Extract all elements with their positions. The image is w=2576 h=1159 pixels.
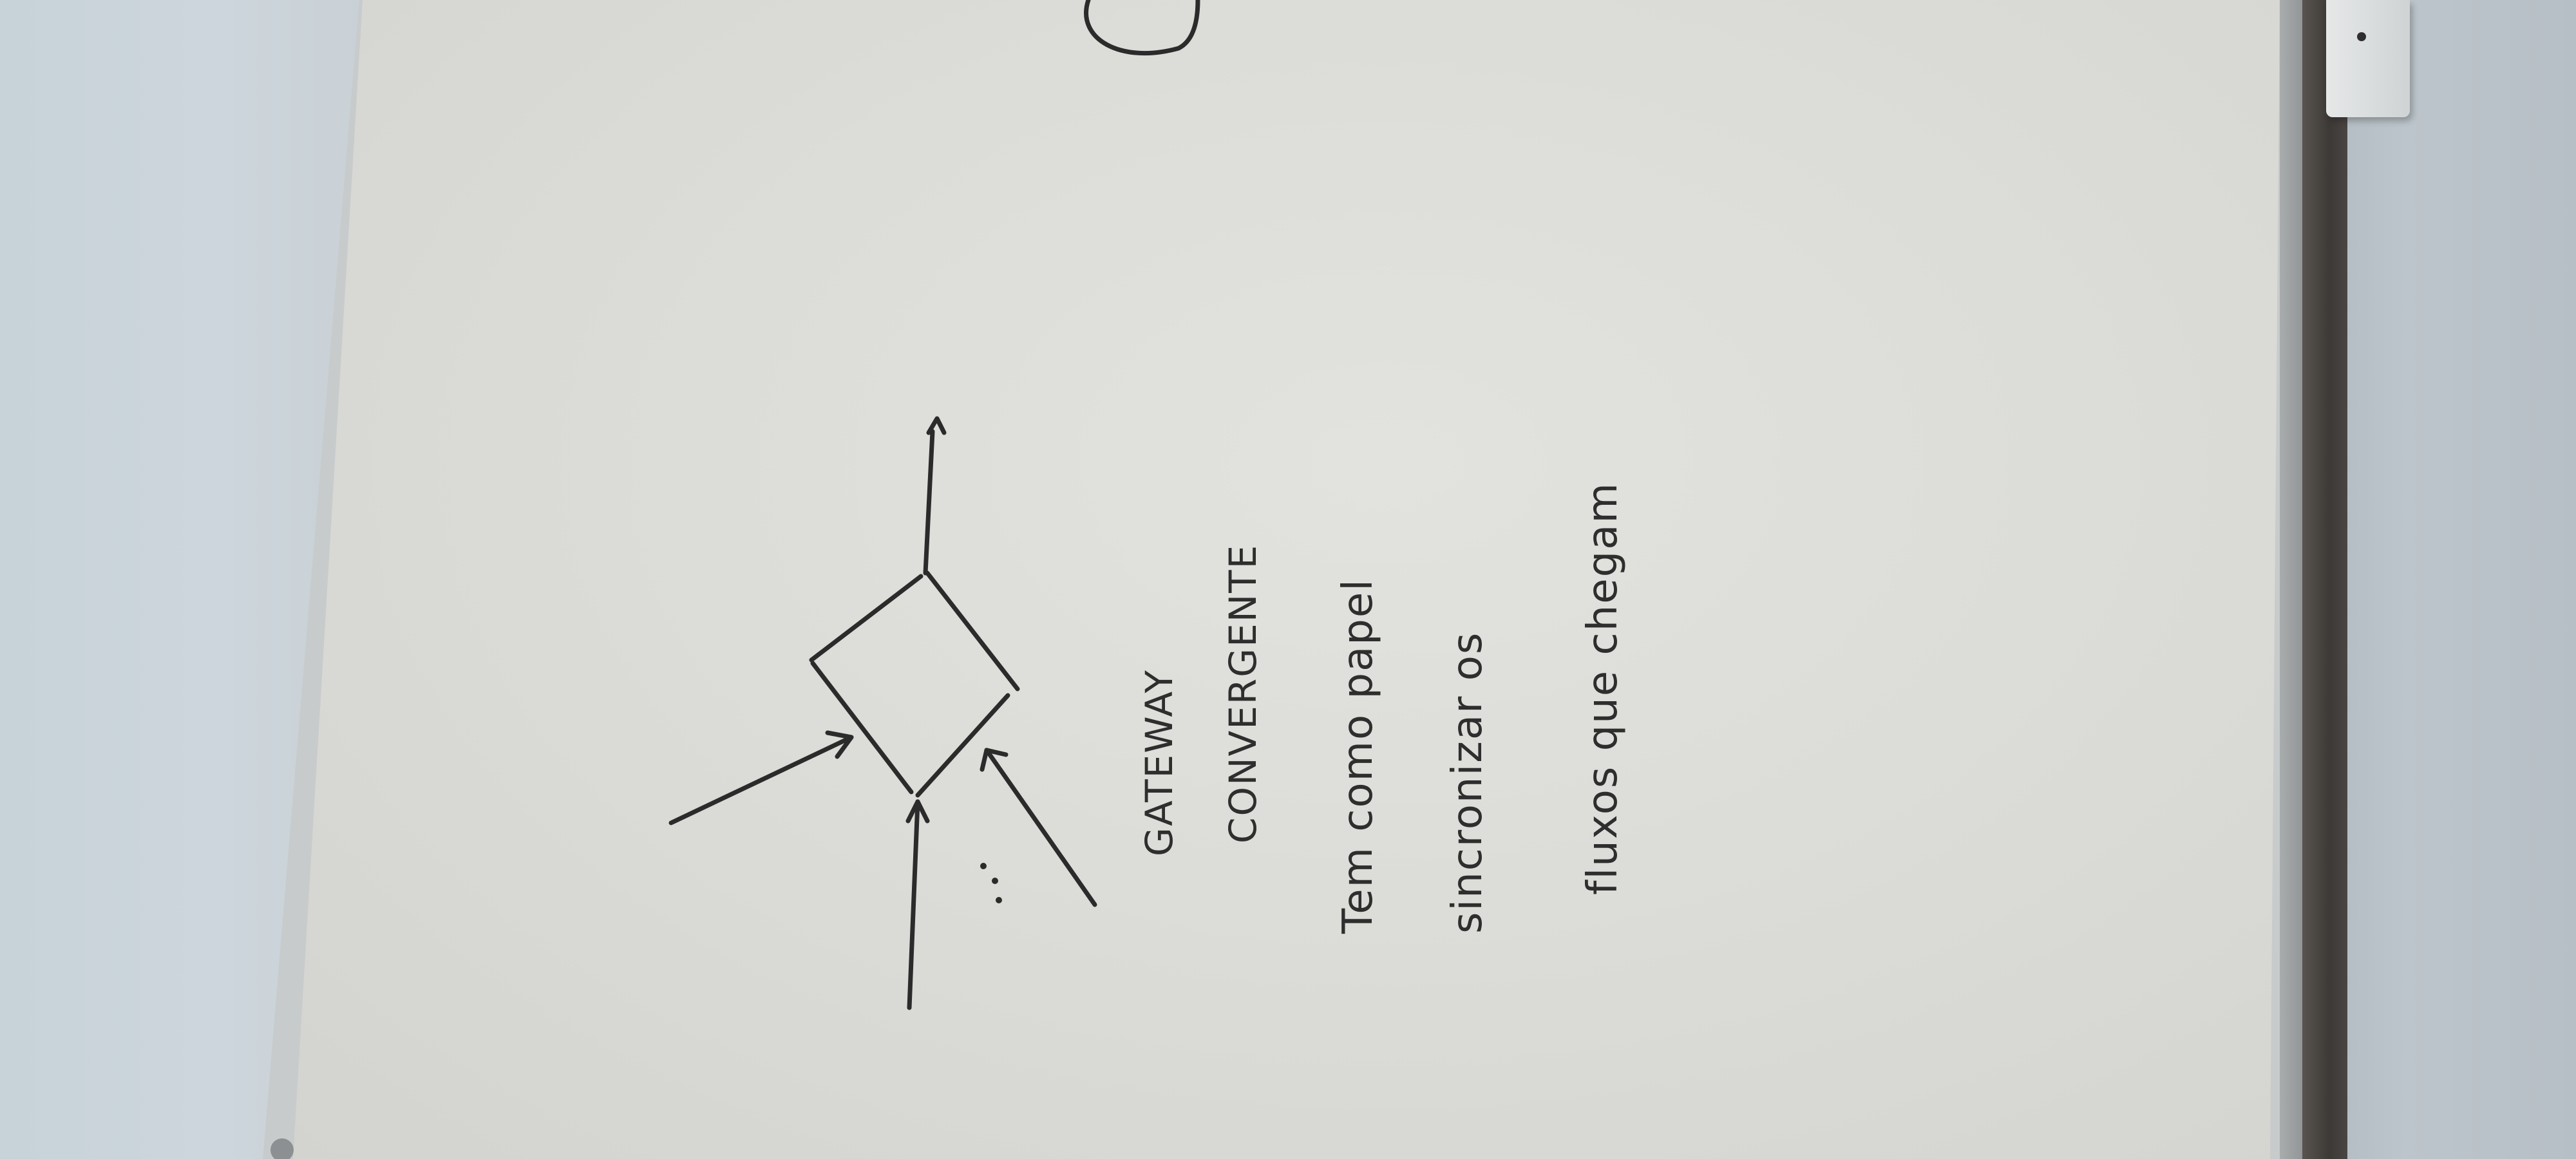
outgoing-arrow-line: [923, 429, 935, 576]
arrow-icon: [923, 416, 947, 576]
incoming-arrow-bottom-line: [907, 799, 920, 1010]
incoming-arrowhead-bottom: [905, 799, 930, 824]
note-line-1: Tem como papel: [1334, 578, 1382, 934]
note-line-3: fluxos que chegam: [1579, 482, 1627, 895]
diamond-edge: [925, 570, 1020, 692]
heading-line-2: CONVERGENTE: [1221, 544, 1265, 843]
note-line-2: sincronizar os: [1444, 632, 1492, 934]
frame-screw-icon: [270, 1138, 294, 1159]
incoming-arrow-left-line: [668, 735, 854, 825]
arrow-icon: [980, 748, 1097, 907]
arrow-icon: [668, 730, 854, 825]
board-mount-clip: [2326, 0, 2410, 117]
heading-line-1: GATEWAY: [1137, 669, 1181, 856]
diamond-edge: [915, 693, 1010, 798]
arrow-icon: [905, 799, 930, 1010]
incoming-arrowhead-right: [980, 748, 1009, 772]
diamond-edge: [809, 574, 923, 663]
diamond-gateway-icon: [809, 570, 1020, 798]
partial-circle-sketch: [1084, 0, 1200, 56]
incoming-arrow-right-line: [984, 748, 1097, 907]
mount-screw-icon: [2357, 32, 2366, 41]
wall-trim-strip: [2302, 0, 2347, 1159]
diamond-edge: [810, 661, 914, 795]
whiteboard-edge-shadow: [2280, 0, 2306, 1159]
ellipsis-dots: [980, 863, 1002, 903]
incoming-arrowhead-left: [825, 730, 854, 759]
outgoing-arrowhead: [926, 416, 947, 435]
whiteboard-surface: [293, 0, 2280, 1159]
